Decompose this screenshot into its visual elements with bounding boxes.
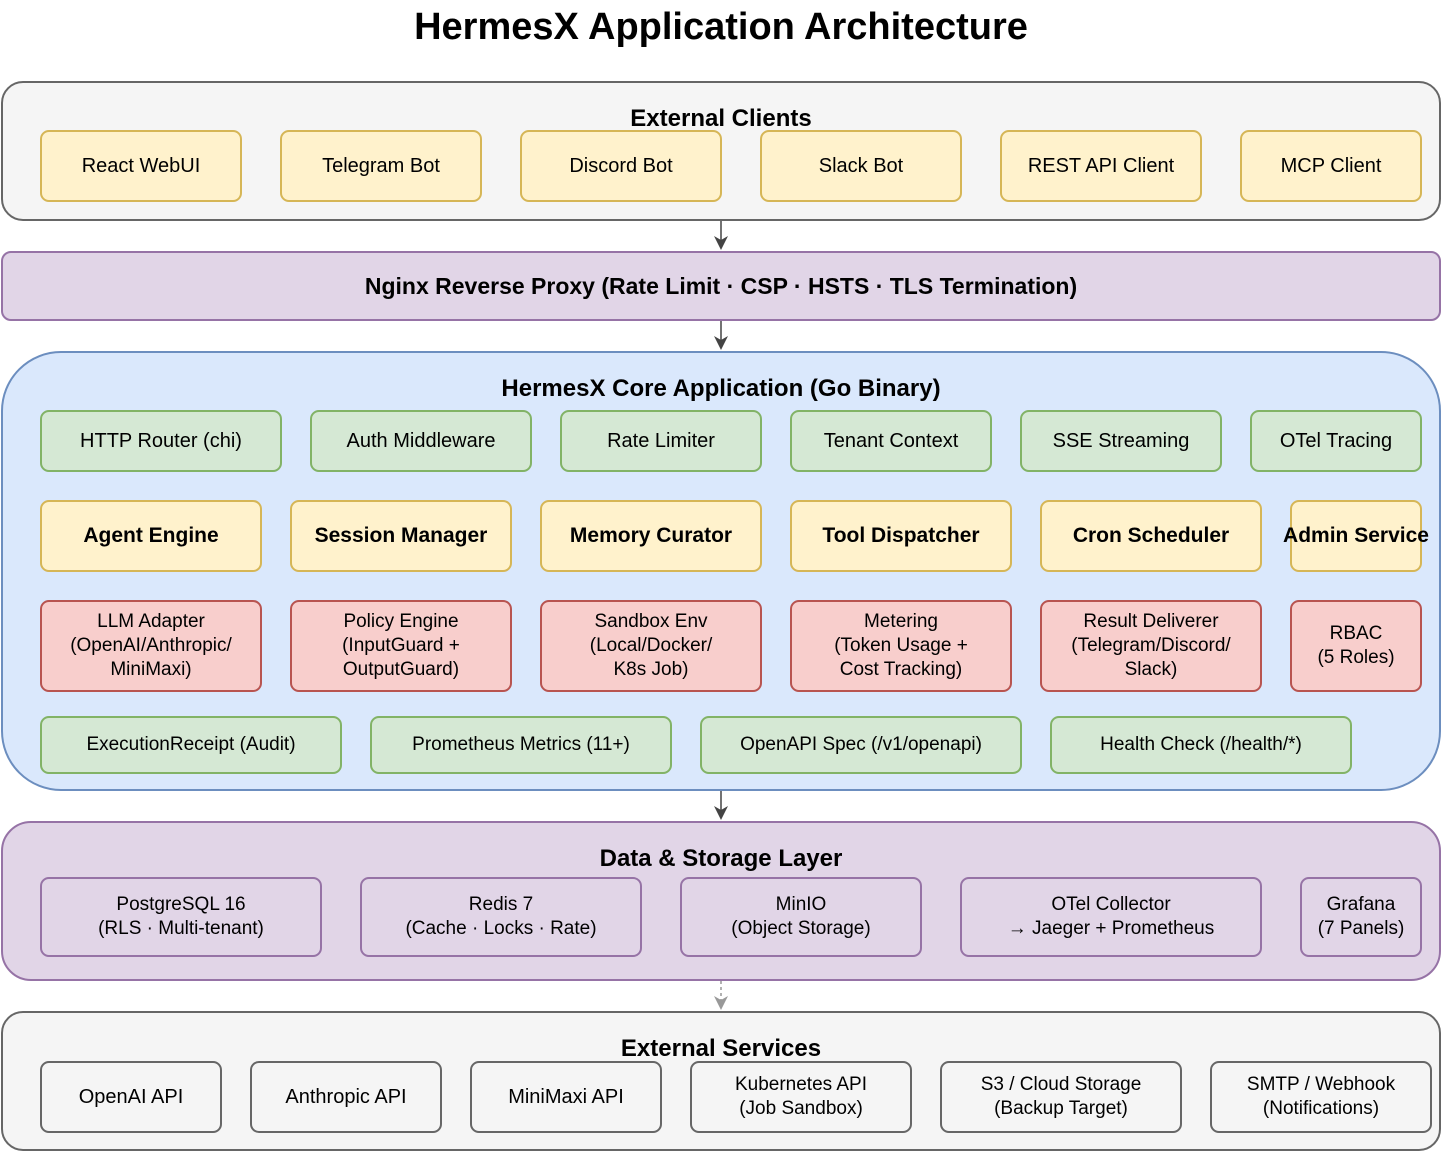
core-admin-service: Admin Service [1283,500,1429,572]
storage-minio: MinIO (Object Storage) [680,877,922,957]
core-sse-streaming: SSE Streaming [1020,410,1222,472]
core-otel-tracing: OTel Tracing [1250,410,1422,472]
service-anthropic-api: Anthropic API [250,1061,442,1133]
arrow-clients-to-proxy [714,221,728,250]
core-application-title: HermesX Core Application (Go Binary) [501,375,941,402]
core-metering: Metering (Token Usage + Cost Tracking) [790,600,1012,692]
diagram-title: HermesX Application Architecture [414,6,1028,48]
client-mcp: MCP Client [1240,130,1422,202]
client-discord-bot: Discord Bot [520,130,722,202]
service-minimaxi-api: MiniMaxi API [470,1061,662,1133]
core-prometheus-metrics: Prometheus Metrics (11+) [370,716,672,774]
storage-otel-collector: OTel Collector → Jaeger + Prometheus [960,877,1262,957]
client-react-webui: React WebUI [40,130,242,202]
core-memory-curator: Memory Curator [540,500,762,572]
client-rest-api: REST API Client [1000,130,1202,202]
core-policy-engine: Policy Engine (InputGuard + OutputGuard) [290,600,512,692]
service-smtp-webhook: SMTP / Webhook (Notifications) [1210,1061,1432,1133]
core-rbac: RBAC (5 Roles) [1290,600,1422,692]
core-health-check: Health Check (/health/*) [1050,716,1352,774]
external-clients-title: External Clients [630,105,812,132]
core-openapi-spec: OpenAPI Spec (/v1/openapi) [700,716,1022,774]
arrow-storage-to-services [714,981,728,1010]
core-auth-middleware: Auth Middleware [310,410,532,472]
core-agent-engine: Agent Engine [40,500,262,572]
external-services-title: External Services [620,1035,822,1062]
core-tenant-context: Tenant Context [790,410,992,472]
service-s3-storage: S3 / Cloud Storage (Backup Target) [940,1061,1182,1133]
core-http-router: HTTP Router (chi) [40,410,282,472]
arrow-core-to-storage [714,791,728,820]
nginx-proxy-label: Nginx Reverse Proxy (Rate Limit · CSP · … [364,272,1078,299]
storage-redis: Redis 7 (Cache · Locks · Rate) [360,877,642,957]
client-slack-bot: Slack Bot [760,130,962,202]
core-tool-dispatcher: Tool Dispatcher [790,500,1012,572]
storage-layer-title: Data & Storage Layer [599,845,843,872]
core-result-deliverer: Result Deliverer (Telegram/Discord/ Slac… [1040,600,1262,692]
core-llm-adapter: LLM Adapter (OpenAI/Anthropic/ MiniMaxi) [40,600,262,692]
core-sandbox-env: Sandbox Env (Local/Docker/ K8s Job) [540,600,762,692]
arrow-proxy-to-core [714,321,728,350]
service-kubernetes-api: Kubernetes API (Job Sandbox) [690,1061,912,1133]
core-rate-limiter: Rate Limiter [560,410,762,472]
service-openai-api: OpenAI API [40,1061,222,1133]
storage-grafana: Grafana (7 Panels) [1300,877,1422,957]
core-cron-scheduler: Cron Scheduler [1040,500,1262,572]
nginx-proxy-layer: Nginx Reverse Proxy (Rate Limit · CSP · … [1,251,1441,321]
core-execution-receipt: ExecutionReceipt (Audit) [40,716,342,774]
core-session-manager: Session Manager [290,500,512,572]
storage-postgresql: PostgreSQL 16 (RLS · Multi-tenant) [40,877,322,957]
client-telegram-bot: Telegram Bot [280,130,482,202]
